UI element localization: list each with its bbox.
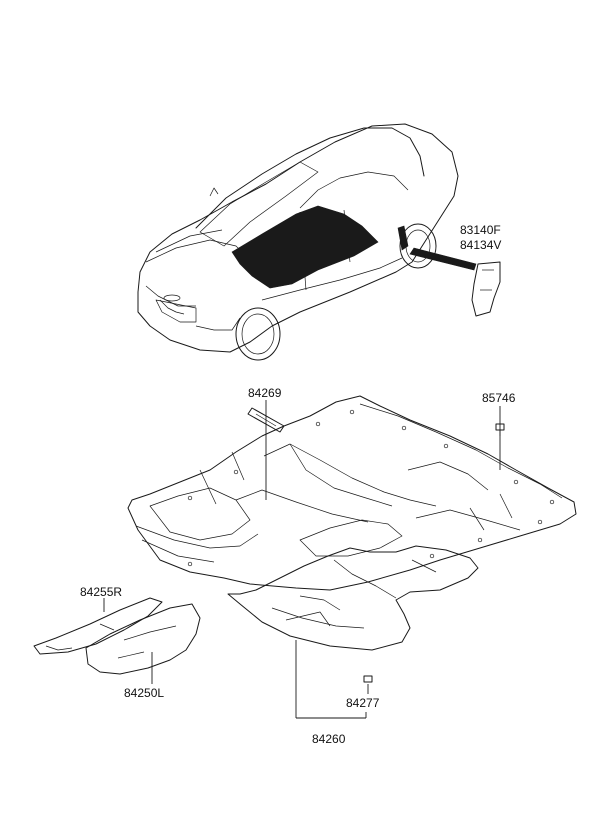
label-83140f: 83140F (460, 223, 501, 237)
label-84277: 84277 (346, 696, 380, 710)
rear-carpet (227, 545, 479, 651)
trim-84255r (33, 597, 163, 655)
car-illustration (137, 123, 459, 361)
insulation-pad (409, 247, 501, 317)
label-84269: 84269 (248, 386, 282, 400)
label-85746: 85746 (482, 391, 516, 405)
label-84134v: 84134V (460, 238, 501, 252)
floor-carpet (127, 395, 577, 591)
clip-84277 (363, 675, 373, 683)
leader-lines (103, 400, 501, 719)
trim-84250l (85, 603, 201, 675)
label-84255r: 84255R (80, 585, 122, 599)
label-84260: 84260 (312, 732, 346, 746)
label-84250l: 84250L (124, 686, 164, 700)
